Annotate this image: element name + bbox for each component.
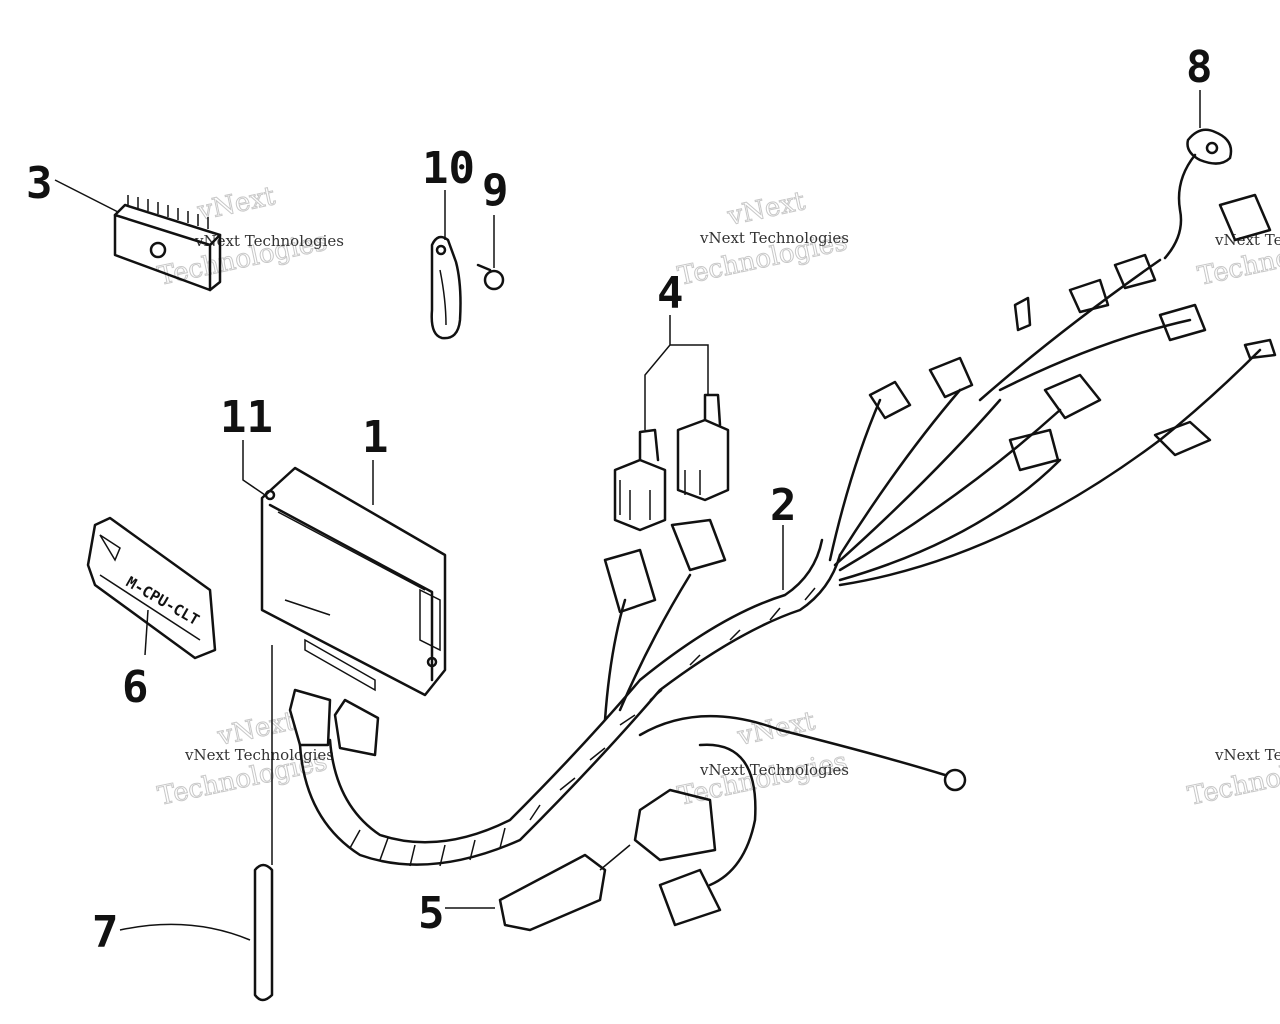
callout-5: 5: [418, 888, 445, 939]
callout-1: 1: [362, 412, 389, 463]
part-10-bracket: [430, 235, 462, 340]
watermark-bottom-left: vNext Technologies vNext Technologies: [155, 706, 334, 813]
callout-3: 3: [26, 158, 53, 209]
decal-text: M-CPU-CLT: [123, 573, 202, 629]
callout-8: 8: [1186, 42, 1213, 93]
callout-9: 9: [482, 165, 509, 216]
callout-2: 2: [770, 480, 797, 531]
watermark-text: vNext Technologies: [1214, 231, 1280, 249]
part-8-sensor: [1163, 128, 1233, 260]
watermark-text: vNext Technologies: [194, 232, 344, 250]
watermark-text: vNext Technologies: [699, 229, 849, 247]
leader-line-3: [54, 179, 119, 213]
watermark-bottom-center: vNext Technologies vNext Technologies: [675, 706, 851, 813]
callout-6: 6: [122, 662, 149, 713]
part-4-relays: [613, 393, 730, 532]
watermark-bottom-right: vNext Technologies Technologies: [1185, 746, 1280, 812]
part-2-wiring-harness: [288, 193, 1277, 932]
watermark-top-right: vNext Technologies Technologies: [1195, 226, 1280, 292]
part-6-decal: M-CPU-CLT: [86, 516, 217, 660]
part-1-control-unit: [260, 466, 447, 697]
part-3-connector-block: [113, 195, 222, 292]
watermark-top-center: vNext Technologies vNext Technologies: [675, 186, 851, 293]
watermark-text: vNext Technologies: [699, 761, 849, 779]
watermark-text: vNext Technologies: [184, 746, 334, 764]
leader-line-11: [242, 440, 266, 496]
part-9-screw: [476, 263, 505, 291]
leader-line-6: [144, 609, 149, 656]
callout-7: 7: [92, 907, 119, 958]
leader-line-7: [119, 923, 251, 941]
watermark-text: vNext: [724, 186, 808, 232]
callout-10: 10: [422, 143, 475, 194]
callout-4: 4: [657, 268, 684, 319]
watermark-text: vNext: [194, 181, 278, 227]
watermark-text: vNext Technologies: [1214, 746, 1280, 764]
callout-11: 11: [220, 392, 273, 443]
part-7-tube: [253, 645, 274, 1002]
watermark-text: Technologies: [675, 747, 850, 812]
leader-line-4: [644, 315, 709, 430]
